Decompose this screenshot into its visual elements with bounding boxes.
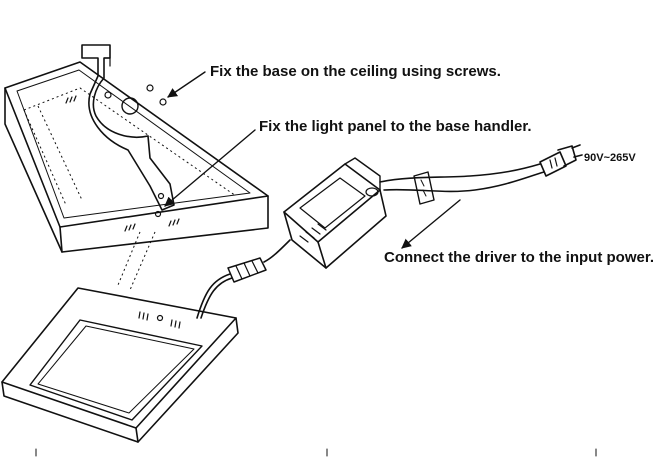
base-slot-marks <box>65 95 180 232</box>
arrow-icon <box>164 129 256 207</box>
cable-connector <box>227 239 291 283</box>
ceiling-base <box>4 61 269 253</box>
panel-slot-marks <box>138 311 181 329</box>
arrow-icon <box>401 199 461 249</box>
light-panel <box>1 287 239 443</box>
input-power-cable <box>379 163 545 205</box>
label-fix-panel: Fix the light panel to the base handler. <box>259 118 532 135</box>
bottom-tick-marks <box>35 448 597 457</box>
label-voltage: 90V~265V <box>584 152 636 164</box>
arrow-icon <box>167 71 206 98</box>
panel-cable <box>196 273 231 319</box>
label-connect-driver: Connect the driver to the input power. <box>384 249 654 266</box>
label-fix-base: Fix the base on the ceiling using screws… <box>210 63 501 80</box>
led-driver <box>283 157 387 269</box>
power-plug-icon <box>539 144 583 177</box>
mounting-plate <box>81 44 175 218</box>
